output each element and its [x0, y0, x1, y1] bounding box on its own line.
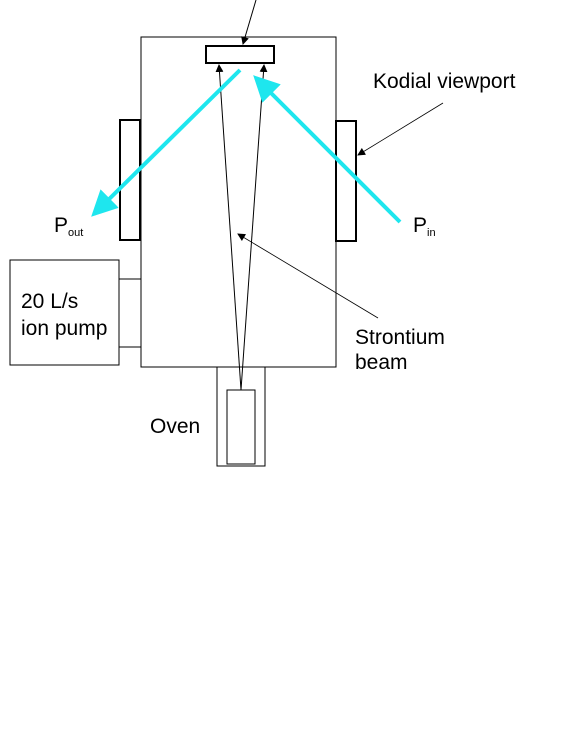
p-in-label: Pin — [413, 214, 436, 239]
target-pointer — [241, 0, 257, 45]
beam-label-line1: Strontium — [355, 326, 445, 349]
viewport-label: Kodial viewport — [373, 70, 516, 93]
pump-label-line2: ion pump — [21, 317, 107, 340]
beam-label-pointer — [237, 233, 379, 319]
oven-label: Oven — [150, 415, 200, 438]
viewport-label-pointer — [357, 102, 444, 156]
p-out-subscript: out — [68, 227, 83, 239]
oven-crucible — [226, 389, 256, 465]
target-plate — [205, 45, 275, 64]
vacuum-chamber — [140, 36, 337, 368]
oven-housing — [216, 366, 266, 467]
pump-connector — [118, 278, 142, 348]
beam-line-left — [215, 64, 242, 391]
pump-label-line1: 20 L/s — [21, 290, 78, 313]
laser-incoming — [253, 75, 402, 224]
beam-line-right — [240, 64, 268, 391]
p-in-subscript: in — [427, 227, 436, 239]
right-viewport — [335, 120, 357, 242]
p-out-label: Pout — [54, 214, 83, 239]
p-in-main: P — [413, 214, 427, 237]
beam-label-line2: beam — [355, 351, 408, 374]
p-out-main: P — [54, 214, 68, 237]
laser-outgoing — [91, 68, 242, 217]
